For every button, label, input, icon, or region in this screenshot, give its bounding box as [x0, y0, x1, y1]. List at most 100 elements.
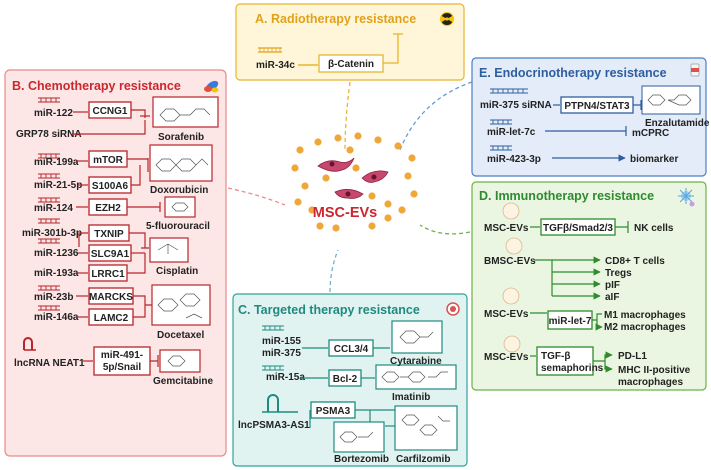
- b-mirna-8: miR-193a: [34, 268, 79, 279]
- ev-vesicle-dot: [398, 206, 406, 214]
- panel-b-chemotherapy: B. Chemotherapy resistance miR-122 GRP78…: [4, 69, 227, 457]
- b-mirna-6: miR-301b-3p: [22, 228, 82, 239]
- b-mirna-9: miR-23b: [34, 292, 73, 303]
- c-target-boxes: [310, 339, 374, 419]
- c-drug-carfilzomib: Carfilzomib: [396, 454, 450, 465]
- c-drug-bortezomib: Bortezomib: [334, 454, 389, 465]
- c-mirna-155: miR-155: [262, 336, 301, 347]
- b-target-boxes: [88, 101, 151, 376]
- ev-vesicle-dot: [394, 142, 402, 150]
- b-mirna-3: miR-199a: [34, 157, 79, 168]
- mirna-hairpin-icon: [258, 47, 282, 53]
- cytarabine-structure: [391, 320, 443, 354]
- center-msc-evs: MSC-EVs: [291, 132, 418, 232]
- c-mirna-375: miR-375: [262, 348, 301, 359]
- d-outcome-m1: M1 macrophages: [604, 310, 686, 321]
- c-mirna-15a: miR-15a: [266, 372, 305, 383]
- panel-a-mirna: miR-34c: [256, 60, 295, 71]
- ev-vesicle-dot: [410, 190, 418, 198]
- c-drug-cytarabine: Cytarabine: [390, 356, 442, 367]
- b-link-lines: [72, 109, 161, 367]
- doxorubicin-structure: [149, 144, 213, 182]
- b-drug-docetaxel: Docetaxel: [157, 330, 204, 341]
- ev-vesicle-dot: [308, 206, 316, 214]
- carfilzomib-structure: [394, 405, 458, 451]
- b-mirna-1: miR-122: [34, 108, 73, 119]
- e-output-mcprc: mCPRC: [632, 128, 669, 139]
- d-outcome-tregs: Tregs: [605, 268, 632, 279]
- ev-vesicle-dot: [322, 174, 330, 182]
- b-drug-molecules: [149, 96, 219, 373]
- c-link-lines: [300, 347, 421, 428]
- e-output-enzalutamide: Enzalutamide: [645, 118, 710, 129]
- panel-a-radiotherapy: A. Radiotherapy resistance miR-34c β-Cat…: [235, 3, 465, 81]
- bottle-icon: [690, 63, 700, 77]
- ev-vesicle-dot: [384, 200, 392, 208]
- connector-c: [329, 249, 339, 293]
- connector-b: [227, 187, 286, 206]
- virus-icon: [678, 188, 695, 207]
- b-molecule-sketch: [155, 108, 211, 367]
- d-source-3: MSC-EVs: [484, 309, 529, 320]
- e-target-ptpn4: PTPN4/STAT3: [564, 101, 630, 112]
- c-drug-molecules: [333, 320, 458, 453]
- c-target-bcl2: Bcl-2: [333, 374, 358, 385]
- d-outcome-pdl1: PD-L1: [618, 351, 647, 362]
- d-link-lines: [530, 221, 629, 373]
- ev-vesicle-dot: [408, 154, 416, 162]
- docetaxel-structure: [151, 284, 211, 326]
- panel-c-targeted: C. Targeted therapy resistance miR-155 m…: [232, 293, 468, 467]
- b-target-4: S100A6: [92, 181, 129, 192]
- gemcitabine-structure: [159, 349, 201, 373]
- msc-cells: [317, 157, 389, 199]
- ev-vesicle-dot: [314, 138, 322, 146]
- panel-a-target: β-Catenin: [328, 59, 374, 70]
- pill-icon: [204, 80, 219, 93]
- b-target-7: SLC9A1: [91, 249, 130, 260]
- b-drug-5fu: 5-fluorouracil: [146, 221, 210, 232]
- panel-b-title: B. Chemotherapy resistance: [12, 79, 181, 93]
- panel-a-title: A. Radiotherapy resistance: [255, 12, 416, 26]
- panel-d-title: D. Immunotherapy resistance: [479, 189, 654, 203]
- d-mediator-tgfb-smad: TGFβ/Smad2/3: [543, 223, 613, 234]
- d-outcome-nk: NK cells: [634, 223, 674, 234]
- e-output-biomarker: biomarker: [630, 154, 678, 165]
- e-link-lines: [545, 100, 642, 162]
- b-target-6: TXNIP: [94, 229, 124, 240]
- ev-vesicle-dot: [368, 222, 376, 230]
- panel-e-title: E. Endocrinotherapy resistance: [479, 66, 667, 80]
- d-outcome-pif: pIF: [605, 280, 620, 291]
- connector-a: [344, 81, 351, 151]
- b-mirna-10: miR-146a: [34, 312, 79, 323]
- b-target-1: CCNG1: [92, 106, 127, 117]
- d-source-2: BMSC-EVs: [484, 256, 536, 267]
- c-lncpsma3: lncPSMA3-AS1: [238, 420, 310, 431]
- ev-vesicle-dot: [404, 172, 412, 180]
- c-drug-imatinib: Imatinib: [392, 392, 430, 403]
- imatinib-structure: [375, 364, 457, 390]
- panel-d-immunotherapy: D. Immunotherapy resistance MSC-EVs BMSC…: [471, 181, 707, 391]
- ev-vesicle-dot: [352, 164, 360, 172]
- b-mirna-11: lncRNA NEAT1: [14, 358, 85, 369]
- ev-vesicle-dot: [301, 182, 309, 190]
- connector-d: [419, 224, 471, 235]
- d-outcome-aif: aIF: [605, 292, 619, 303]
- d-outcome-m2: M2 macrophages: [604, 322, 686, 333]
- ev-icons-d: [502, 202, 523, 353]
- e-mirna-let7c: miR-let-7c: [487, 127, 536, 138]
- d-source-1: MSC-EVs: [484, 223, 529, 234]
- ev-vesicle-dot: [334, 134, 342, 142]
- target-icon: [446, 302, 460, 316]
- e-mirna-375: miR-375 siRNA: [480, 100, 552, 111]
- b-target-9: MARCKS: [89, 292, 133, 303]
- b-target-8: LRRC1: [91, 269, 125, 280]
- ev-vesicle-dot: [294, 198, 302, 206]
- b-mirna-7: miR-1236: [34, 248, 79, 259]
- fluorouracil-structure: [164, 196, 196, 218]
- c-target-psma3: PSMA3: [316, 406, 351, 417]
- mirna-icons-c: [262, 325, 284, 371]
- panel-a-inhibit-line: [383, 33, 403, 64]
- ev-vesicle-dot: [384, 214, 392, 222]
- mirna-icons-e: [490, 88, 528, 151]
- mirna-icons-b: [38, 97, 60, 311]
